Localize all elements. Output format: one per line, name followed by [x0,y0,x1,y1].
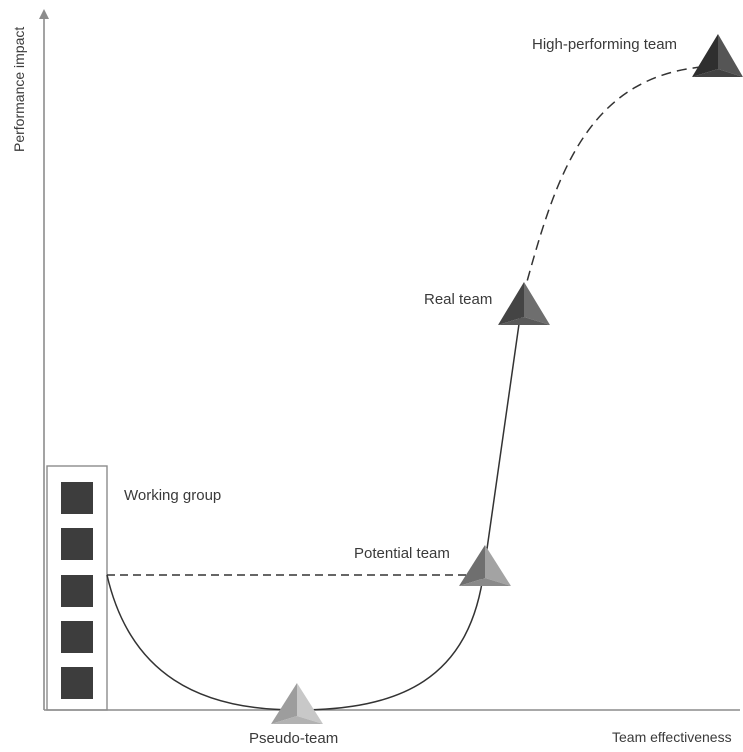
potential-team-triangle-icon [459,545,511,586]
working-group-square [61,621,93,653]
pseudo-team-label: Pseudo-team [249,730,338,747]
high-performing-team-label: High-performing team [532,36,677,53]
working-group-box [46,465,108,711]
working-group-square [61,575,93,607]
pseudo-team-triangle-icon [271,683,323,724]
performance-curve-dashed [522,65,721,297]
potential-team-label: Potential team [354,545,450,562]
x-axis-label: Team effectiveness [612,729,732,745]
working-group-square [61,528,93,560]
working-group-square [61,667,93,699]
high-performing-team-triangle-icon [692,34,743,77]
real-team-triangle-icon [498,282,550,325]
working-group-label: Working group [124,487,221,504]
y-axis-label: Performance impact [11,27,27,152]
real-team-label: Real team [424,291,492,308]
working-group-square [61,482,93,514]
